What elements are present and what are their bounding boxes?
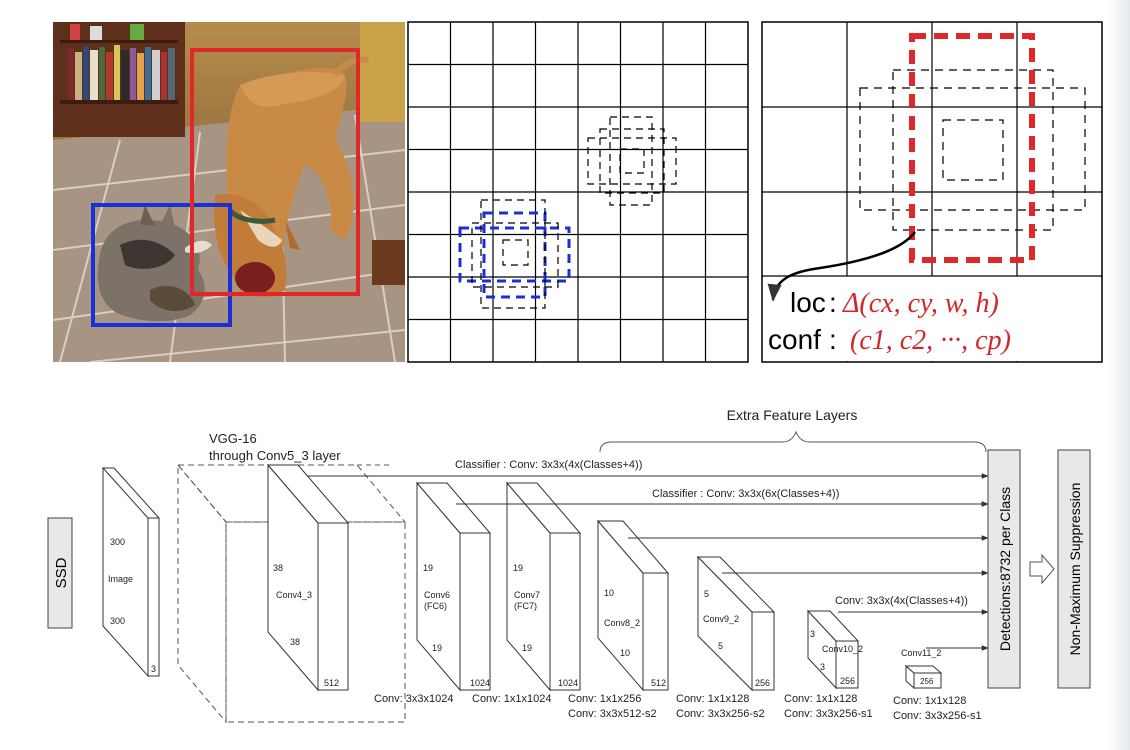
- grid-lines-8x8: [408, 22, 748, 362]
- photo-panel: [53, 22, 405, 362]
- default-boxes-cat: [458, 211, 571, 299]
- caption-conv9-a: Conv: 1x1x128: [676, 693, 749, 705]
- conv10-2-layer: [806, 609, 860, 690]
- conv4-3-bottom: 38: [290, 637, 300, 647]
- nms-label: Non-Maximum Suppression: [1067, 483, 1083, 656]
- feature-map-4x4: loc : Δ(cx, cy, w, h) conf : (c1, c2, ··…: [761, 21, 1103, 363]
- vgg-label-line2: through Conv5_3 layer: [209, 448, 341, 463]
- caption-conv8-a: Conv: 1x1x256: [568, 693, 641, 705]
- conv6-depth: 1024: [470, 678, 490, 688]
- right-edge-shadow: [1108, 0, 1130, 750]
- conf-label: conf: [768, 324, 821, 355]
- conv10-2-depth: 256: [840, 676, 855, 686]
- extra-layers-label: Extra Feature Layers: [727, 407, 858, 423]
- caption-conv7: Conv: 1x1x1024: [472, 693, 552, 705]
- conv9-2-name: Conv9_2: [703, 614, 739, 624]
- image-bottom: 300: [110, 616, 125, 626]
- conf-colon: :: [829, 324, 837, 355]
- loc-colon: :: [829, 287, 837, 318]
- vgg-label-line1: VGG-16: [209, 431, 257, 446]
- caption-conv10-b: Conv: 3x3x256-s1: [784, 708, 873, 720]
- detections-box: [987, 449, 1021, 689]
- conv6-layer: [415, 481, 492, 692]
- conv4-3-top: 38: [273, 563, 283, 573]
- classifier-1-label: Classifier : Conv: 3x3x(4x(Classes+4)): [455, 459, 642, 471]
- image-layer: [102, 466, 160, 678]
- image-top: 300: [110, 537, 125, 547]
- conv9-2-bottom: 5: [718, 641, 723, 651]
- caption-conv8-b: Conv: 3x3x512-s2: [568, 708, 657, 720]
- ssd-architecture: SSD 300 Image 300 3 VGG-16 through Conv5…: [47, 407, 1091, 724]
- conv8-2-bottom: 10: [620, 648, 630, 658]
- classifier-3-label: Conv: 3x3x(4x(Classes+4)): [835, 595, 968, 607]
- detections-label: Detections:8732 per Class: [997, 487, 1013, 651]
- conv6-name1: Conv6: [424, 590, 450, 600]
- conv10-2-bottom: 3: [820, 662, 825, 672]
- dog-bounding-box: [190, 48, 360, 296]
- conv7-top: 19: [513, 563, 523, 573]
- conv9-2-top: 5: [704, 589, 709, 599]
- loc-formula: Δ(cx, cy, w, h): [842, 288, 999, 319]
- image-depth: 3: [151, 664, 156, 674]
- caption-conv11-a: Conv: 1x1x128: [893, 695, 966, 707]
- conv11-2-name: Conv11_2: [901, 648, 941, 658]
- conv4-3-layer: [266, 463, 350, 692]
- caption-conv6: Conv: 3x3x1024: [374, 693, 454, 705]
- ssd-label: SSD: [53, 557, 70, 588]
- conv9-2-layer: [696, 555, 776, 692]
- caption-conv11-b: Conv: 3x3x256-s1: [893, 710, 982, 722]
- conv7-name2: (FC7): [514, 601, 537, 611]
- conv11-2-depth: 256: [920, 677, 934, 686]
- conv9-2-depth: 256: [755, 678, 770, 688]
- caption-conv10-a: Conv: 1x1x128: [784, 693, 857, 705]
- conf-formula: (c1, c2, ···, cp): [850, 325, 1011, 356]
- conv4-3-depth: 512: [324, 678, 339, 688]
- conv7-bottom: 19: [522, 643, 532, 653]
- image-name: Image: [108, 574, 133, 584]
- conv6-top: 19: [423, 563, 433, 573]
- cat-bounding-box: [91, 203, 232, 327]
- nms-box: [1057, 449, 1091, 689]
- conv6-name2: (FC6): [424, 601, 447, 611]
- conv8-2-layer: [596, 519, 670, 692]
- conv4-3-name: Conv4_3: [276, 590, 312, 600]
- loc-label: loc: [790, 287, 826, 318]
- conv8-2-depth: 512: [651, 678, 666, 688]
- conv8-2-name: Conv8_2: [604, 618, 640, 628]
- prediction-arrow: [767, 231, 916, 302]
- classifier-arrows: [308, 473, 989, 651]
- conv8-2-top: 10: [604, 588, 614, 598]
- vgg-block: [176, 463, 407, 724]
- conv7-depth: 1024: [558, 678, 578, 688]
- conv10-2-name: Conv10_2: [822, 644, 863, 654]
- caption-conv9-b: Conv: 3x3x256-s2: [676, 708, 765, 720]
- dog: [214, 56, 369, 297]
- extra-layers-brace: [599, 430, 987, 453]
- matched-default-box: [909, 33, 1035, 263]
- bookshelf: [53, 22, 185, 137]
- default-boxes-dog: [587, 116, 677, 206]
- hollow-arrow-icon: [1029, 553, 1055, 585]
- feature-map-8x8: [407, 21, 749, 363]
- ssd-label-box: [47, 517, 73, 629]
- cat: [97, 205, 212, 322]
- conv7-name1: Conv7: [514, 590, 540, 600]
- conv11-2-layer: [904, 664, 943, 690]
- conv10-2-top: 3: [810, 629, 815, 639]
- conv6-bottom: 19: [432, 643, 442, 653]
- classifier-2-label: Classifier : Conv: 3x3x(6x(Classes+4)): [652, 488, 839, 500]
- conv7-layer: [505, 481, 582, 692]
